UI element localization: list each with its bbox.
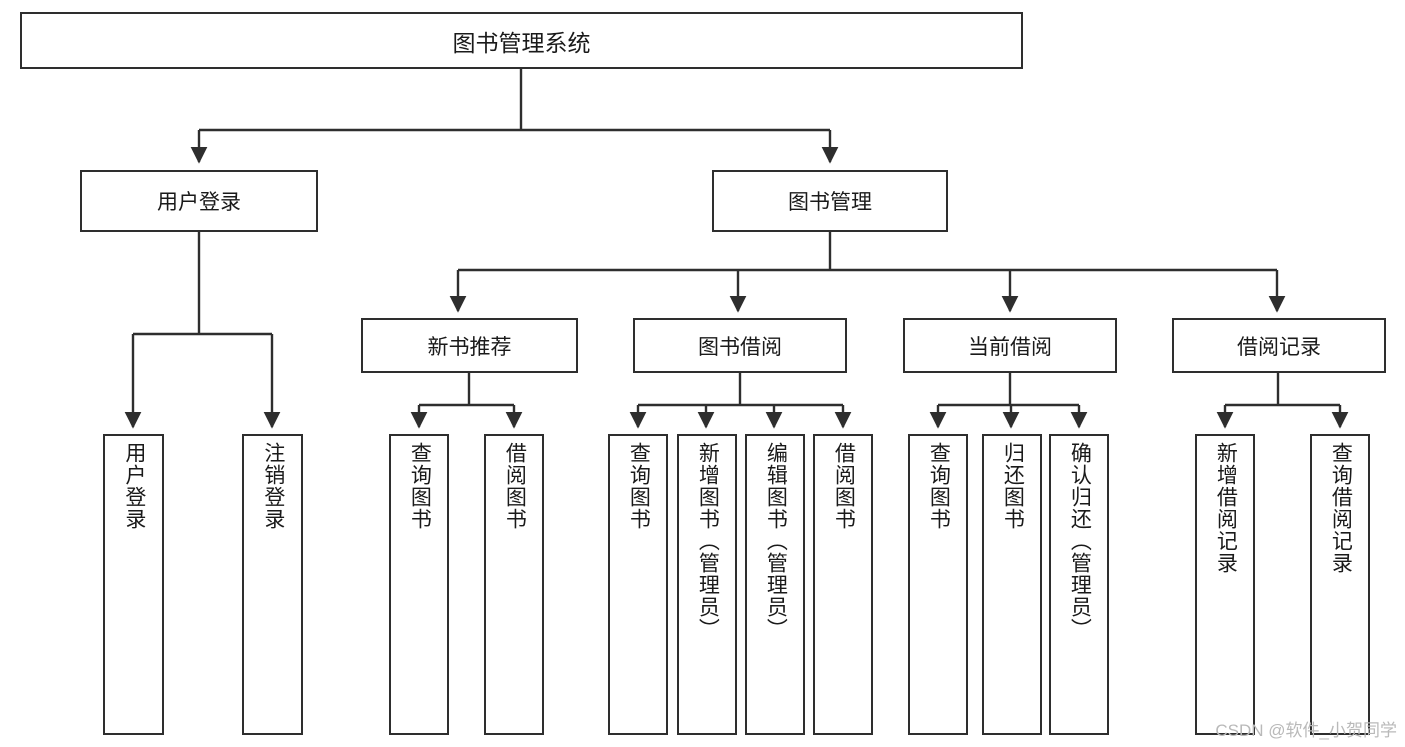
node-leaf-user-login[interactable]: 用户登录 xyxy=(103,434,164,735)
node-leaf-query-book-1-label: 查询图书 xyxy=(408,442,432,530)
watermark: CSDN @软件_小贺同学 xyxy=(1215,721,1397,740)
node-leaf-query-book-3[interactable]: 查询图书 xyxy=(908,434,968,735)
node-root[interactable]: 图书管理系统 xyxy=(20,12,1023,69)
node-book-manage-label: 图书管理 xyxy=(788,191,872,214)
node-current-borrow-label: 当前借阅 xyxy=(968,335,1052,359)
node-new-book-recommend[interactable]: 新书推荐 xyxy=(361,318,578,373)
node-leaf-borrow-book-1-label: 借阅图书 xyxy=(503,442,527,530)
node-leaf-edit-book[interactable]: 编辑图书（管理员） xyxy=(745,434,805,735)
node-leaf-confirm-return-label: 确认归还（管理员） xyxy=(1068,442,1092,640)
node-leaf-confirm-return[interactable]: 确认归还（管理员） xyxy=(1049,434,1109,735)
node-current-borrow[interactable]: 当前借阅 xyxy=(903,318,1117,373)
node-leaf-add-record[interactable]: 新增借阅记录 xyxy=(1195,434,1255,735)
node-book-manage[interactable]: 图书管理 xyxy=(712,170,948,232)
node-leaf-query-record-label: 查询借阅记录 xyxy=(1329,442,1353,574)
node-leaf-edit-book-label: 编辑图书（管理员） xyxy=(764,442,788,640)
node-leaf-add-book-label: 新增图书（管理员） xyxy=(696,442,720,640)
node-borrow-record[interactable]: 借阅记录 xyxy=(1172,318,1386,373)
node-leaf-user-logout-label: 注销登录 xyxy=(261,442,285,530)
node-user-login-label: 用户登录 xyxy=(157,191,241,214)
node-leaf-borrow-book-2[interactable]: 借阅图书 xyxy=(813,434,873,735)
node-leaf-query-record[interactable]: 查询借阅记录 xyxy=(1310,434,1370,735)
node-leaf-query-book-3-label: 查询图书 xyxy=(927,442,951,530)
node-borrow-record-label: 借阅记录 xyxy=(1237,335,1321,359)
node-book-borrow-label: 图书借阅 xyxy=(698,335,782,359)
node-leaf-return-book-label: 归还图书 xyxy=(1001,442,1025,530)
node-user-login[interactable]: 用户登录 xyxy=(80,170,318,232)
node-leaf-add-record-label: 新增借阅记录 xyxy=(1214,442,1238,574)
node-leaf-query-book-1[interactable]: 查询图书 xyxy=(389,434,449,735)
node-new-book-recommend-label: 新书推荐 xyxy=(427,335,512,359)
node-leaf-return-book[interactable]: 归还图书 xyxy=(982,434,1042,735)
node-leaf-query-book-2[interactable]: 查询图书 xyxy=(608,434,668,735)
node-root-label: 图书管理系统 xyxy=(452,29,591,56)
node-leaf-query-book-2-label: 查询图书 xyxy=(627,442,651,530)
node-leaf-user-login-label: 用户登录 xyxy=(122,442,146,530)
node-leaf-borrow-book-2-label: 借阅图书 xyxy=(832,442,856,530)
node-leaf-borrow-book-1[interactable]: 借阅图书 xyxy=(484,434,544,735)
node-book-borrow[interactable]: 图书借阅 xyxy=(633,318,847,373)
node-leaf-add-book[interactable]: 新增图书（管理员） xyxy=(677,434,737,735)
node-leaf-user-logout[interactable]: 注销登录 xyxy=(242,434,303,735)
